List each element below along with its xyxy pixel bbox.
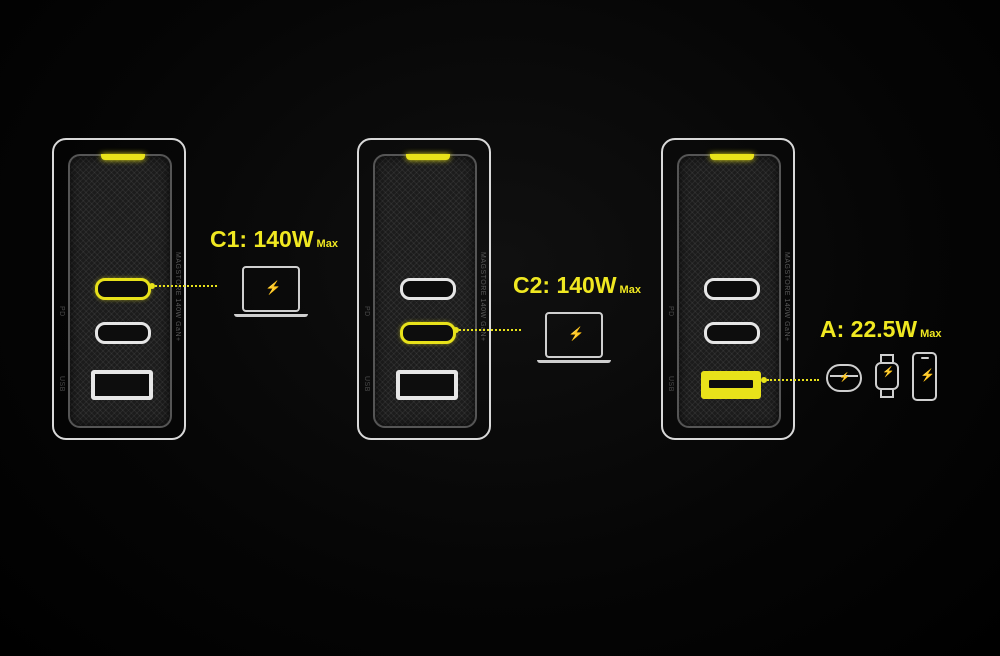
- pd-label: PD: [667, 306, 674, 317]
- c1-wattage: C1: 140W: [210, 226, 314, 252]
- charger-body: [68, 154, 172, 428]
- usb-a-port[interactable]: [91, 370, 153, 400]
- connector-line: [155, 285, 217, 287]
- connector-dot: [453, 327, 459, 333]
- charger-frame: PD USB MAGSTORE 140W GaN+: [357, 138, 491, 440]
- max-text: Max: [316, 238, 338, 250]
- charger-body: [677, 154, 781, 428]
- usb-c2-port[interactable]: [95, 322, 151, 344]
- bolt-icon: ⚡: [568, 326, 585, 341]
- usb-c1-port[interactable]: [704, 278, 760, 300]
- brand-label: MAGSTORE 140W GaN+: [783, 252, 790, 342]
- led-indicator: [406, 154, 450, 160]
- charger-frame: PD USB MAGSTORE 140W GaN+: [52, 138, 186, 440]
- usb-label: USB: [667, 376, 674, 392]
- usb-a-port[interactable]: [396, 370, 458, 400]
- a-wattage: A: 22.5W: [820, 316, 918, 342]
- connector-line: [459, 329, 521, 331]
- usb-a-port[interactable]: [701, 371, 761, 399]
- connector-line: [767, 379, 819, 381]
- bolt-icon: ⚡: [265, 280, 282, 295]
- usb-c1-port[interactable]: [95, 278, 151, 300]
- phone-icon: ⚡: [912, 352, 937, 401]
- earbuds-case-icon: ⚡: [826, 364, 862, 392]
- smartwatch-icon: ⚡: [874, 354, 900, 400]
- connector-dot: [149, 283, 155, 289]
- max-text: Max: [920, 328, 942, 340]
- led-indicator: [101, 154, 145, 160]
- led-indicator: [710, 154, 754, 160]
- charger-frame: PD USB MAGSTORE 140W GaN+: [661, 138, 795, 440]
- usb-c2-port[interactable]: [400, 322, 456, 344]
- usb-c1-port[interactable]: [400, 278, 456, 300]
- usb-c2-port[interactable]: [704, 322, 760, 344]
- max-text: Max: [619, 284, 641, 296]
- connector-dot: [761, 377, 767, 383]
- charger-body: [373, 154, 477, 428]
- c2-wattage: C2: 140W: [513, 272, 617, 298]
